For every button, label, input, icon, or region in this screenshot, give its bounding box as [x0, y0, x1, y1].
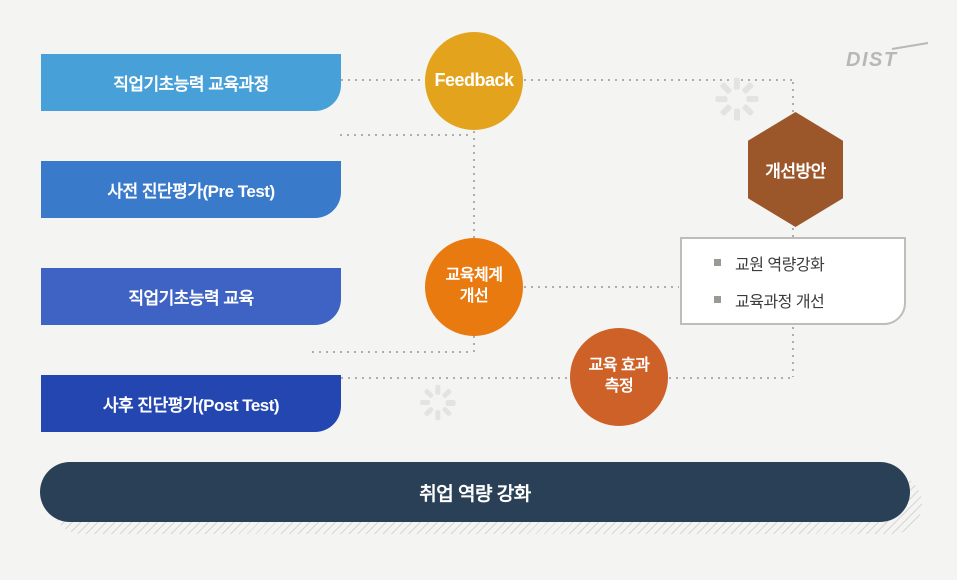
- feedback-label: Feedback: [434, 70, 514, 91]
- process-bar-label: 직업기초능력 교육과정: [113, 75, 269, 94]
- footer-goal-bar: 취업 역량 강화: [40, 462, 910, 522]
- connector-bar4-effect: [341, 377, 569, 379]
- process-bar-curriculum: 직업기초능력 교육과정: [41, 54, 341, 111]
- connector-feedback-hexagon: [524, 79, 793, 81]
- connector-hexagon-box: [792, 228, 794, 237]
- system-label-line2: 개선: [459, 288, 489, 305]
- hexagon-label: 개선방안: [765, 162, 826, 181]
- education-system-circle: 교육체계 개선: [425, 238, 523, 336]
- list-item-label: 교육과정 개선: [735, 293, 825, 311]
- list-item-label: 교원 역량강화: [735, 256, 825, 274]
- process-bar-education: 직업기초능력 교육: [41, 268, 341, 325]
- footer-goal-label: 취업 역량 강화: [419, 483, 531, 505]
- connector-box-down: [792, 327, 794, 377]
- spinner-icon: [715, 77, 759, 121]
- connector-bar1-feedback: [341, 79, 424, 81]
- effect-label-line1: 교육 효과: [588, 357, 650, 375]
- process-bar-posttest: 사후 진단평가(Post Test): [41, 375, 341, 432]
- improvement-box: 교원 역량강화 교육과정 개선: [680, 237, 912, 330]
- process-bar-label: 직업기초능력 교육: [128, 289, 254, 308]
- spinner-icon: [420, 385, 456, 421]
- connector-system-box: [524, 286, 679, 288]
- logo-swoosh: [891, 42, 929, 50]
- square-bullet-icon: [714, 296, 721, 303]
- connector-bars-system: [312, 351, 473, 353]
- connector-down-to-hexagon: [792, 82, 794, 112]
- list-item: 교원 역량강화: [714, 251, 904, 275]
- process-bar-label: 사후 진단평가(Post Test): [102, 396, 280, 415]
- connector-bar1-vertical: [340, 134, 473, 136]
- dist-logo-graphic: DIST: [846, 42, 929, 71]
- effect-label-line2: 측정: [604, 378, 634, 395]
- square-bullet-icon: [714, 259, 721, 266]
- system-label-line1: 교육체계: [445, 267, 503, 285]
- process-bar-label: 사전 진단평가(Pre Test): [107, 182, 275, 201]
- feedback-circle: Feedback: [425, 32, 523, 130]
- connector-system-down: [473, 336, 475, 352]
- improvement-hexagon: 개선방안: [748, 112, 843, 227]
- education-effect-circle: 교육 효과 측정: [570, 328, 668, 426]
- dist-logo: DIST: [840, 40, 930, 72]
- list-item: 교육과정 개선: [714, 288, 904, 312]
- connector-feedback-system: [473, 131, 475, 241]
- connector-effect-box: [669, 377, 793, 379]
- process-bar-pretest: 사전 진단평가(Pre Test): [41, 161, 341, 218]
- logo-text: DIST: [846, 49, 898, 71]
